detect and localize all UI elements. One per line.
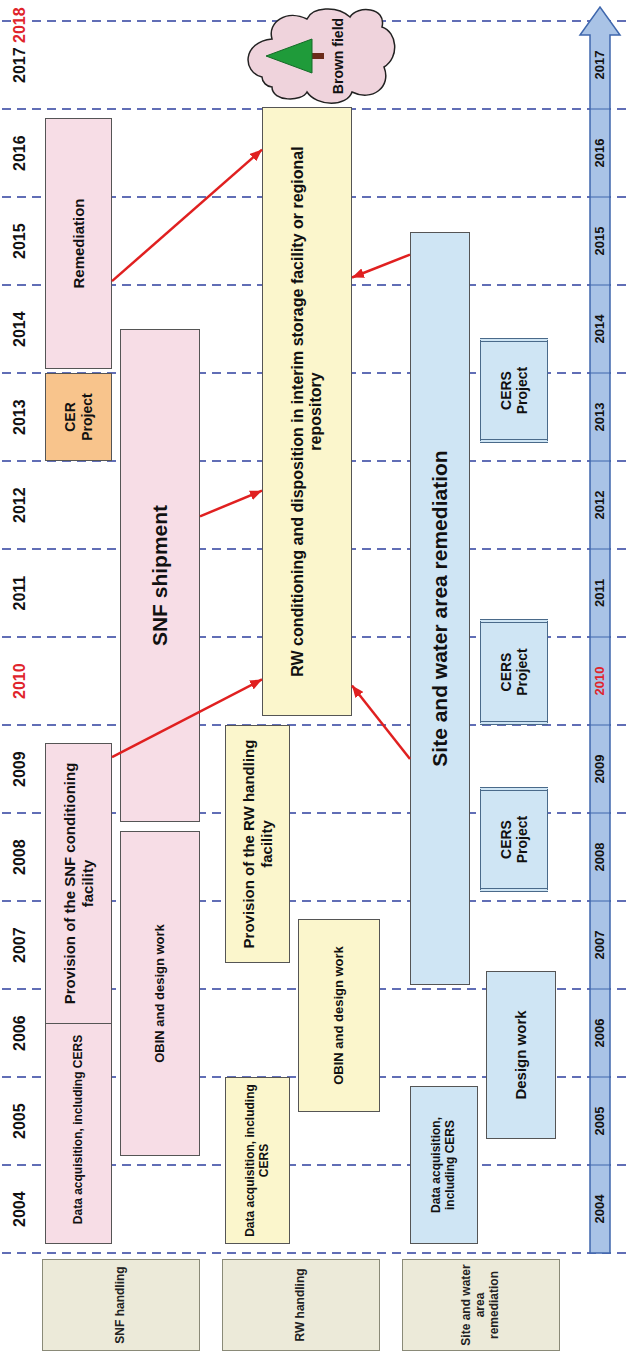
task-bar: Site and water area remediation [410, 232, 470, 985]
red-arrow [352, 686, 410, 760]
year-label: 2006 [11, 1015, 29, 1051]
task-bar: Provision of the RW handling facility [225, 725, 290, 963]
cloud-shape [232, 5, 402, 107]
box-text: CERS Project [498, 627, 530, 717]
box-text: SNF shipment [148, 505, 172, 646]
axis-year-label: 2013 [593, 403, 607, 432]
brown-field-cloud: Brown field [232, 5, 402, 107]
year-label: 2013 [11, 399, 29, 435]
year-label: 2011 [11, 576, 29, 611]
axis-year-label: 2010 [593, 667, 607, 696]
year-label: 2018 [11, 4, 29, 46]
axis-year-label: 2006 [593, 1019, 607, 1048]
task-bar: OBIN and design work [298, 919, 380, 1112]
box-text: Provision of the RW handling facility [240, 730, 275, 958]
row-header: SNF handling [42, 1259, 200, 1351]
axis-year-label: 2011 [593, 579, 607, 607]
axis-year-label: 2009 [593, 755, 607, 784]
box-text: OBIN and design work [332, 946, 347, 1085]
year-label: 2012 [11, 487, 29, 523]
axis-year-label: 2004 [593, 1195, 607, 1224]
red-arrow [112, 150, 262, 282]
year-label: 2016 [11, 135, 29, 171]
axis-year-label: 2007 [593, 931, 607, 960]
box-text: CERS Project [498, 346, 530, 435]
task-bar: RW conditioning and disposition in inter… [262, 107, 352, 716]
red-arrow [352, 255, 410, 278]
year-label: 2004 [11, 1191, 29, 1227]
project-box: CER Project [45, 373, 112, 461]
box-text: CERS Project [498, 795, 530, 884]
red-arrow [200, 491, 262, 517]
year-label: 2007 [11, 927, 29, 963]
row-header-text: RW handling [294, 1268, 308, 1341]
box-text: Data acquisition, including CERS [430, 1091, 458, 1239]
task-bar: Data acquisition, including CERS [410, 1086, 478, 1244]
axis-ticks [590, 109, 610, 1165]
project-box: CERS Project [480, 338, 548, 443]
axis-year-label: 2014 [593, 315, 607, 344]
task-bar: OBIN and design work [120, 831, 200, 1156]
tree-icon [266, 39, 312, 73]
row-header: RW handling [222, 1259, 380, 1351]
box-text: Remediation [70, 199, 87, 289]
time-axis-arrow [580, 7, 620, 1253]
year-dashed-lines [2, 21, 632, 1253]
year-label: 2017 [11, 47, 29, 83]
task-bar: Provision of the SNF conditioning facili… [45, 743, 112, 1024]
project-box: CERS Project [480, 787, 548, 892]
row-header-text: Site and water area remediation [460, 1264, 501, 1346]
project-box: CERS Project [480, 619, 548, 725]
box-text: Data acquisition, including CERS [244, 1082, 272, 1239]
box-text: Data acquisition, including CERS [72, 1035, 86, 1224]
axis-year-label: 2017 [593, 51, 607, 80]
red-arrow [112, 679, 262, 757]
row-header: Site and water area remediation [402, 1259, 560, 1351]
row-header-text: SNF handling [114, 1266, 128, 1343]
year-label: 2014 [11, 311, 29, 347]
year-label: 2008 [11, 839, 29, 875]
task-bar: Data acquisition, including CERS [225, 1077, 290, 1244]
box-text: RW conditioning and disposition in inter… [289, 112, 326, 711]
task-bar: Design work [486, 971, 556, 1139]
box-text: Provision of the SNF conditioning facili… [61, 748, 96, 1019]
box-text: Design work [512, 1010, 529, 1099]
axis-year-label: 2015 [593, 227, 607, 256]
year-label: 2010 [11, 663, 29, 699]
box-text: OBIN and design work [153, 924, 168, 1063]
year-label: 2005 [11, 1103, 29, 1139]
year-label: 2009 [11, 751, 29, 787]
task-bar: Remediation [45, 118, 112, 369]
year-label: 2015 [11, 223, 29, 259]
box-text: CER Project [62, 378, 94, 456]
task-bar: Data acquisition, including CERS [45, 1015, 112, 1244]
box-text: Site and water area remediation [428, 450, 452, 766]
axis-year-label: 2005 [593, 1107, 607, 1136]
axis-year-label: 2016 [593, 139, 607, 168]
box-text: Brown field [330, 18, 346, 94]
axis-year-label: 2012 [593, 491, 607, 520]
axis-year-label: 2008 [593, 843, 607, 872]
